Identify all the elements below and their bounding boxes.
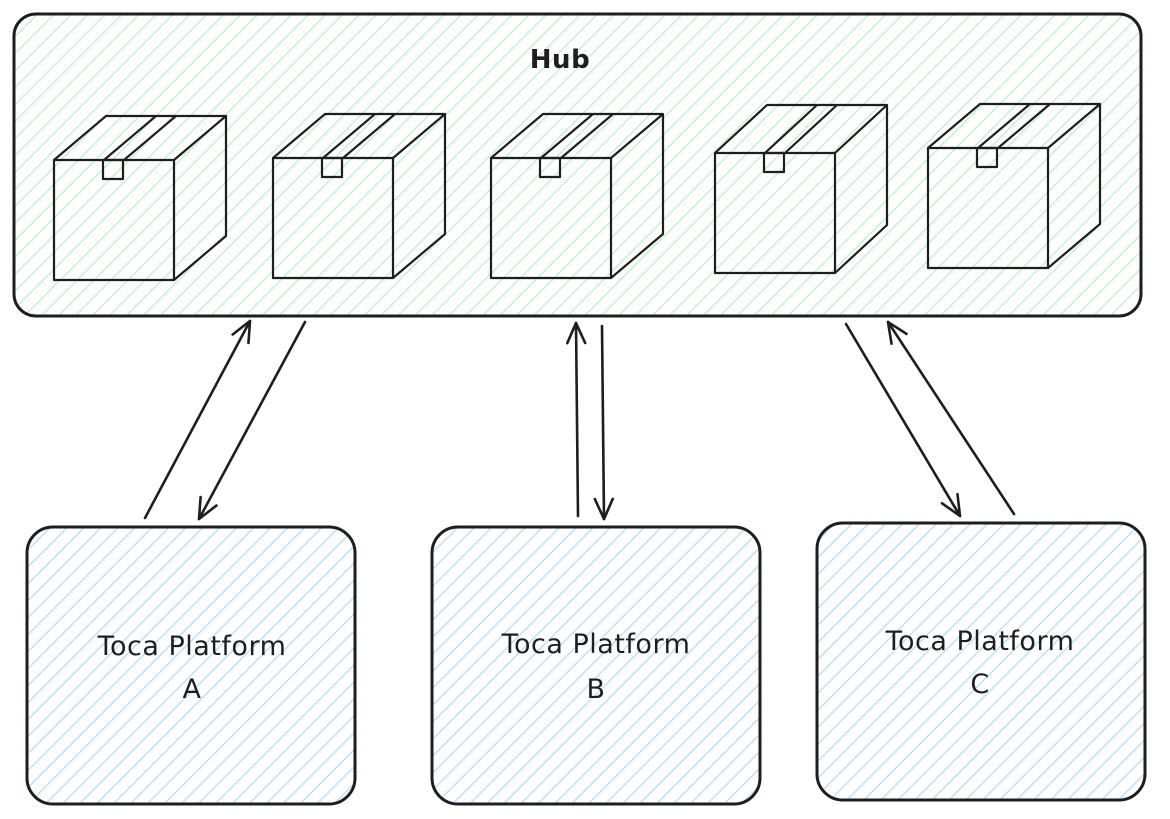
hub-container[interactable]: Hub	[12, 12, 1143, 318]
package-icon	[271, 112, 447, 280]
platform-a-label-line1: Toca Platform	[97, 631, 287, 662]
platform-a-label-line2: A	[183, 674, 202, 705]
platform-c-label-line1: Toca Platform	[885, 626, 1075, 657]
hub-box	[12, 12, 1143, 318]
package-icon	[926, 102, 1102, 270]
arrow-hub-to-b	[593, 324, 615, 521]
package-icon	[713, 103, 889, 275]
connection-arrows	[143, 319, 1016, 521]
platform-c[interactable]: Toca Platform C	[815, 521, 1147, 802]
package-icon	[52, 114, 228, 282]
platform-a-box	[25, 525, 357, 806]
platform-c-label-line2: C	[970, 669, 989, 700]
package-icon	[489, 112, 665, 280]
arrow-hub-to-c	[844, 322, 962, 518]
package-icons	[52, 102, 1102, 282]
arrow-c-to-hub	[886, 320, 1016, 516]
arrow-a-to-hub	[143, 319, 252, 520]
platform-b[interactable]: Toca Platform B	[430, 525, 762, 806]
platform-b-box	[430, 525, 762, 806]
platform-a[interactable]: Toca Platform A	[25, 525, 357, 806]
platform-b-label-line1: Toca Platform	[501, 629, 691, 660]
arrow-hub-to-a	[197, 320, 307, 521]
hub-title: Hub	[530, 45, 590, 75]
platform-c-box	[815, 521, 1147, 802]
arrow-b-to-hub	[565, 321, 587, 518]
platform-b-label-line2: B	[586, 674, 605, 705]
